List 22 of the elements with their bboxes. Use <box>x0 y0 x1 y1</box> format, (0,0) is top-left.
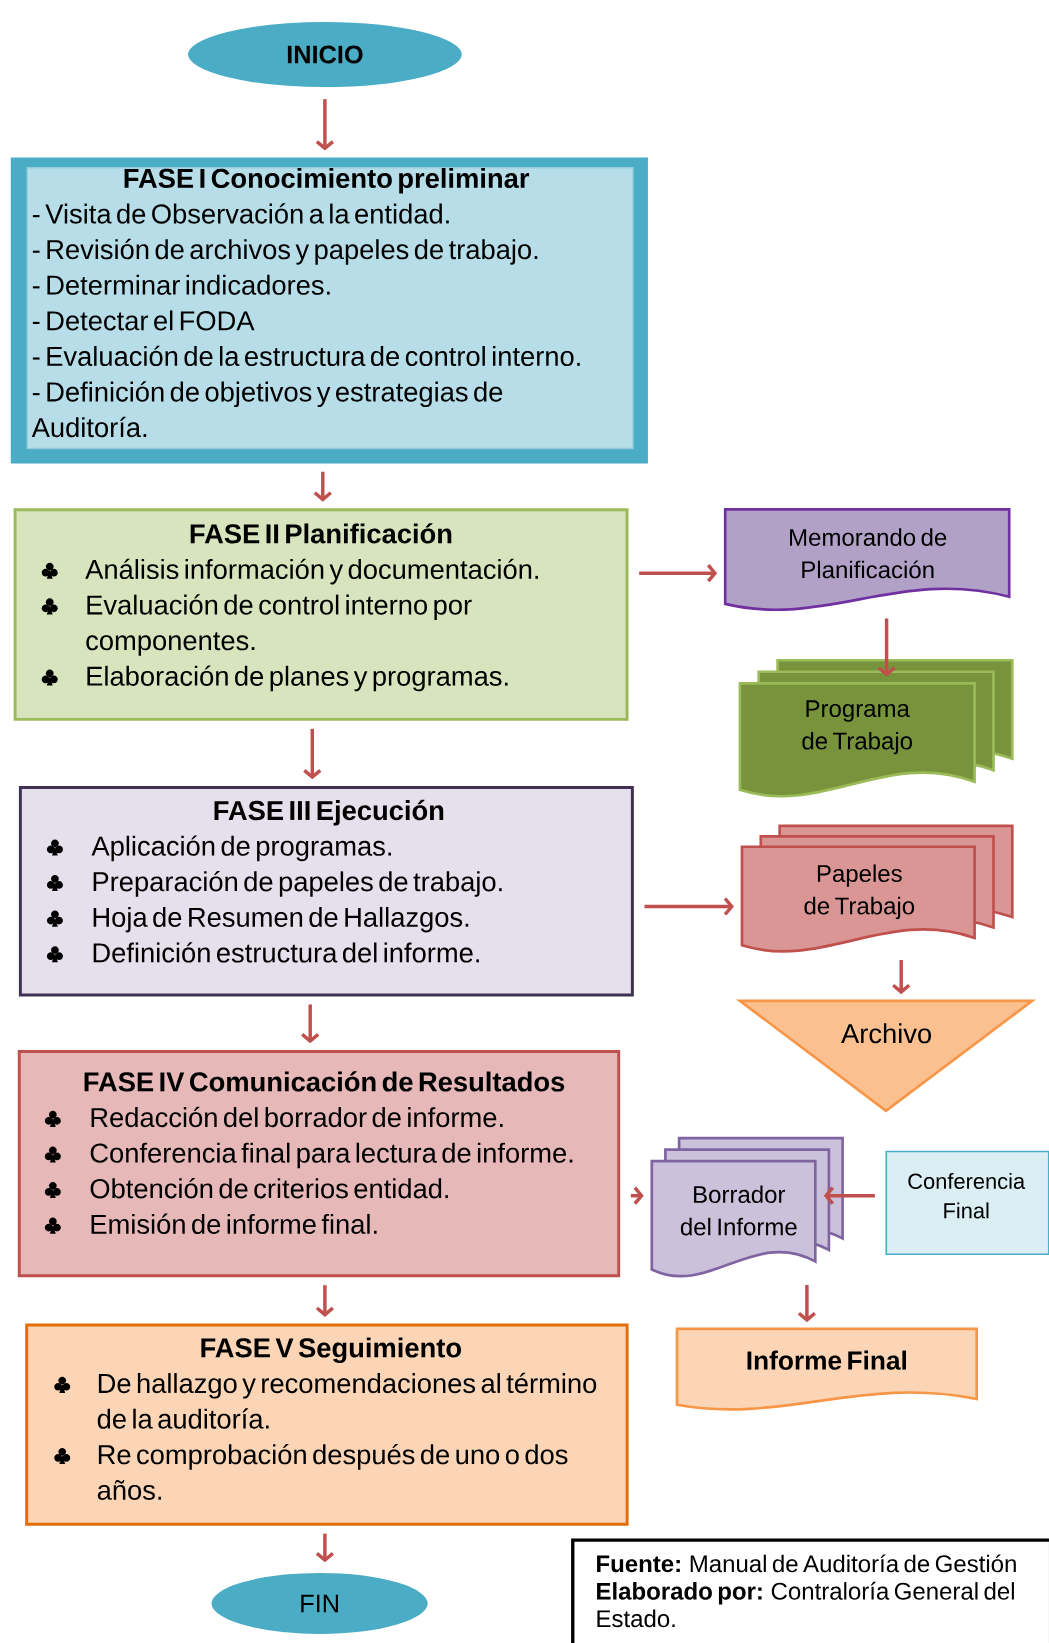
phase-box: FASE V Seguimiento De hallazgo y recomendaciones al término de la auditoría. Re comprobación después de uno o dos años. <box>25 1323 629 1526</box>
arrow <box>639 564 718 583</box>
stacked-documents: Borrador del Informe <box>650 1136 844 1278</box>
stacked-documents: Programa de Trabajo <box>738 658 1014 798</box>
arrow <box>892 960 911 995</box>
phase-box: FASE III Ejecución Aplicación de programas. Preparación de papeles de trabajo. Hoja de Resumen de Hallazgos. Definición estructura del informe. <box>18 786 634 997</box>
stacked-documents: Papeles de Trabajo <box>740 824 1014 953</box>
arrow <box>644 897 734 916</box>
arrow <box>315 1533 334 1563</box>
process-box: Conferencia Final <box>885 1150 1049 1255</box>
source-note-box: Fuente: Manual de Auditoría de Gestión Elaborado por: Contraloría General del Estado. <box>571 1538 1049 1643</box>
phase-box: FASE I Conocimiento preliminar - Visita de Observación a la entidad. - Revisión de archivos y papeles de trabajo. - Determinar indicadores. - Detectar el FODA - Evaluación de la estructura de control interno. - Definición de objetivos y estrategias de Auditoría. <box>10 157 648 464</box>
arrow <box>315 1285 334 1317</box>
phase-box: FASE II Planificación Análisis información y documentación. Evaluación de control interno por componentes. Elaboración de planes y programas. <box>13 508 629 721</box>
arrow <box>315 99 334 151</box>
arrow <box>823 1186 875 1205</box>
arrow <box>303 728 322 780</box>
arrow <box>797 1284 816 1323</box>
arrow <box>877 618 896 677</box>
arrow <box>313 471 332 502</box>
arrow <box>301 1004 320 1044</box>
phase-box: FASE IV Comunicación de Resultados Redacción del borrador de informe. Conferencia final para lectura de informe. Obtención de criterios entidad. Emisión de informe final. <box>17 1050 621 1278</box>
